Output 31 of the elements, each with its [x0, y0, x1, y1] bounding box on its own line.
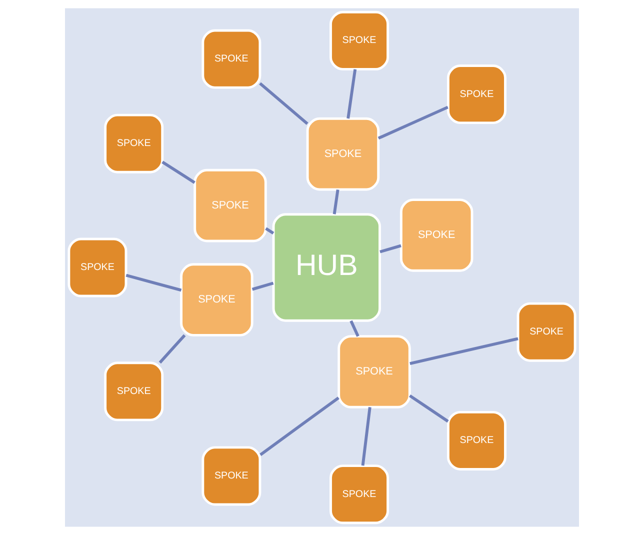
- node-box: SPOKE: [180, 263, 253, 336]
- node-box: SPOKE: [329, 464, 388, 524]
- connector: [251, 282, 274, 291]
- connector: [379, 244, 401, 254]
- connector: [409, 337, 518, 365]
- node-box: SPOKE: [446, 410, 506, 470]
- node-box: SPOKE: [193, 168, 266, 242]
- node-box: HUB: [272, 213, 380, 322]
- connector: [158, 334, 186, 364]
- node-box: SPOKE: [201, 446, 261, 506]
- connector: [360, 407, 371, 466]
- node-box: SPOKE: [104, 114, 164, 174]
- connector: [349, 320, 359, 337]
- connector: [332, 190, 339, 214]
- connector: [125, 274, 182, 292]
- node-box: SPOKE: [516, 302, 576, 362]
- connector: [161, 160, 195, 184]
- node-box: SPOKE: [329, 10, 388, 70]
- node-box: SPOKE: [104, 362, 164, 422]
- connector: [264, 227, 274, 234]
- node-box: SPOKE: [201, 29, 261, 89]
- connector: [377, 106, 448, 140]
- node-box: SPOKE: [399, 198, 473, 272]
- connector: [259, 396, 339, 456]
- node-box: SPOKE: [446, 64, 506, 124]
- connector: [408, 394, 448, 423]
- connector: [346, 69, 356, 119]
- node-box: SPOKE: [337, 335, 410, 408]
- connector: [258, 82, 308, 125]
- node-box: SPOKE: [67, 238, 127, 298]
- node-box: SPOKE: [306, 117, 380, 191]
